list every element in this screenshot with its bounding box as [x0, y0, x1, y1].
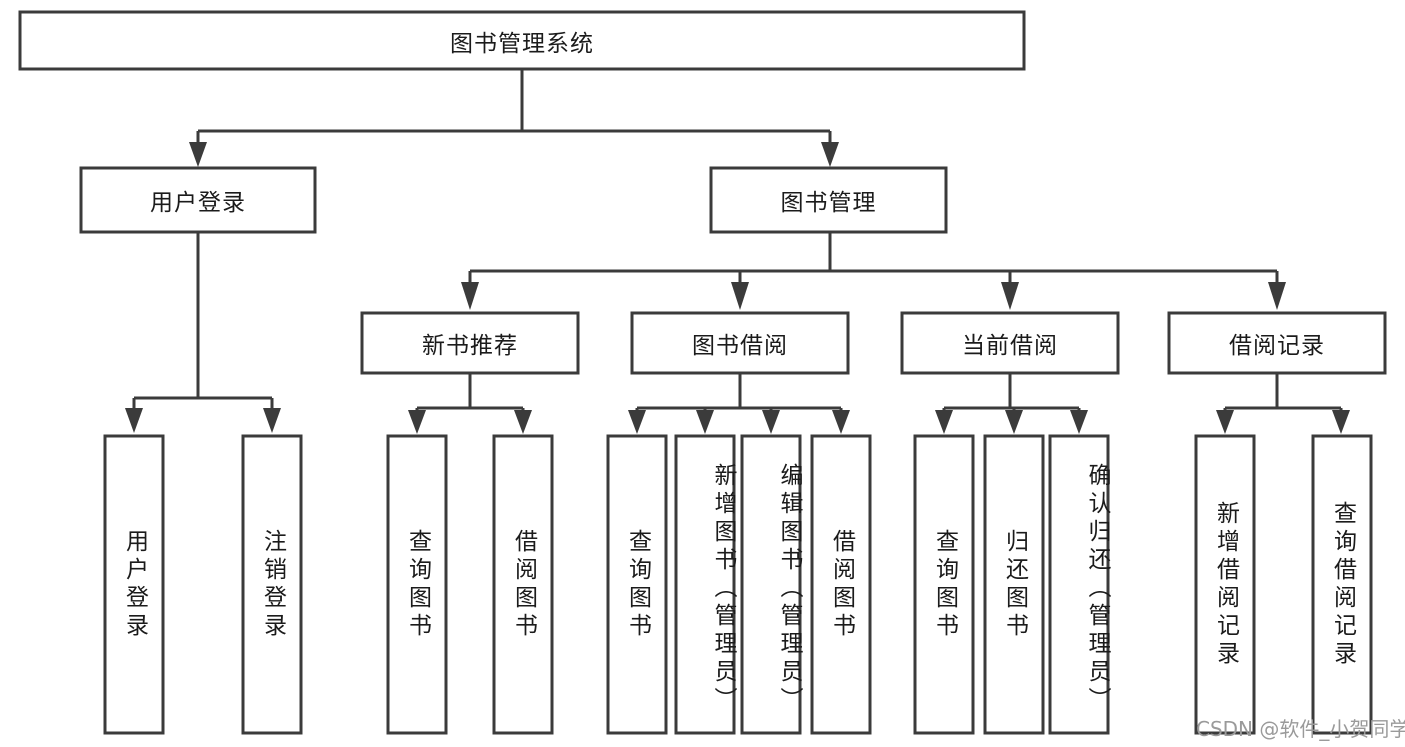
arrow-head-leaf-nbr-borrow: [514, 410, 532, 434]
label-leaf-cb-query: 查询图书: [931, 528, 958, 641]
node-box-current-borrow[interactable]: [900, 311, 1120, 375]
connector-book-manage-to-tier3: [468, 232, 1279, 286]
connector-new-book-recommend-to-leaves: [415, 373, 525, 414]
node-box-leaf-bb-query[interactable]: [606, 434, 668, 735]
label-leaf-bb-add: 新增图书（管理员）: [710, 462, 736, 715]
connector-root-to-tier2: [196, 69, 832, 146]
label-book-borrow: 图书借阅: [692, 333, 788, 359]
label-leaf-nbr-query: 查询图书: [404, 528, 431, 641]
node-box-new-book-recommend[interactable]: [360, 311, 580, 375]
label-leaf-cb-confirm: 确认归还（管理员）: [1084, 462, 1110, 715]
label-leaf-user-login: 用户登录: [121, 528, 148, 641]
label-borrow-record: 借阅记录: [1229, 333, 1325, 359]
arrow-head-leaf-bb-borrow: [832, 410, 850, 434]
arrow-head-leaf-br-query: [1332, 410, 1350, 434]
arrow-head-leaf-user-login: [125, 408, 143, 433]
label-leaf-br-query: 查询借阅记录: [1329, 500, 1356, 669]
arrow-head-current-borrow: [1001, 282, 1019, 310]
arrow-head-leaf-cb-confirm: [1070, 410, 1088, 434]
arrow-head-leaf-bb-query: [628, 410, 646, 434]
label-leaf-br-add: 新增借阅记录: [1212, 500, 1239, 669]
node-box-book-borrow[interactable]: [630, 311, 850, 375]
node-box-borrow-record[interactable]: [1167, 311, 1387, 375]
node-box-leaf-br-add[interactable]: [1194, 434, 1256, 735]
connector-user-login-to-leaves: [132, 232, 274, 412]
node-box-leaf-cb-return[interactable]: [983, 434, 1045, 735]
node-box-leaf-nbr-borrow[interactable]: [492, 434, 554, 735]
label-root: 图书管理系统: [450, 30, 594, 57]
node-box-leaf-user-login[interactable]: [103, 434, 165, 735]
arrow-head-leaf-cb-query: [935, 410, 953, 434]
node-box-leaf-bb-borrow[interactable]: [810, 434, 872, 735]
label-leaf-bb-query: 查询图书: [624, 528, 651, 641]
connector-current-borrow-to-leaves: [942, 373, 1081, 414]
label-user-login: 用户登录: [150, 190, 246, 216]
arrow-head-book-borrow: [731, 282, 749, 310]
label-leaf-cb-return: 归还图书: [1001, 528, 1028, 641]
arrow-head-book-manage: [821, 142, 839, 167]
node-box-leaf-bb-add[interactable]: [674, 434, 736, 735]
node-box-user-login[interactable]: [79, 166, 317, 234]
node-box-leaf-nbr-query[interactable]: [386, 434, 448, 735]
node-box-leaf-cb-confirm[interactable]: [1048, 434, 1110, 735]
node-box-book-manage[interactable]: [709, 166, 948, 234]
arrow-head-user-login: [189, 142, 207, 167]
connector-borrow-record-to-leaves: [1223, 373, 1343, 414]
watermark-text: CSDN @软件_小贺同学: [1196, 717, 1405, 741]
node-box-root[interactable]: [18, 10, 1026, 71]
label-leaf-bb-edit: 编辑图书（管理员）: [776, 462, 802, 715]
arrow-head-leaf-br-add: [1216, 410, 1234, 434]
arrow-head-leaf-bb-add: [696, 410, 714, 434]
label-new-book-recommend: 新书推荐: [422, 333, 518, 359]
connector-book-borrow-to-leaves: [635, 373, 843, 414]
node-box-leaf-bb-edit[interactable]: [740, 434, 802, 735]
node-box-leaf-logout[interactable]: [241, 434, 303, 735]
node-box-leaf-cb-query[interactable]: [913, 434, 975, 735]
arrow-head-leaf-bb-edit: [762, 410, 780, 434]
label-leaf-logout: 注销登录: [259, 528, 286, 641]
arrow-head-leaf-nbr-query: [408, 410, 426, 434]
node-box-leaf-br-query[interactable]: [1311, 434, 1373, 735]
label-leaf-nbr-borrow: 借阅图书: [510, 528, 537, 641]
label-leaf-bb-borrow: 借阅图书: [828, 528, 855, 641]
arrow-head-leaf-cb-return: [1005, 410, 1023, 434]
arrow-head-borrow-record: [1268, 282, 1286, 310]
label-current-borrow: 当前借阅: [962, 333, 1058, 359]
label-book-manage: 图书管理: [780, 190, 877, 216]
arrow-head-new-book-recommend: [461, 282, 479, 310]
arrow-head-leaf-logout: [263, 408, 281, 433]
